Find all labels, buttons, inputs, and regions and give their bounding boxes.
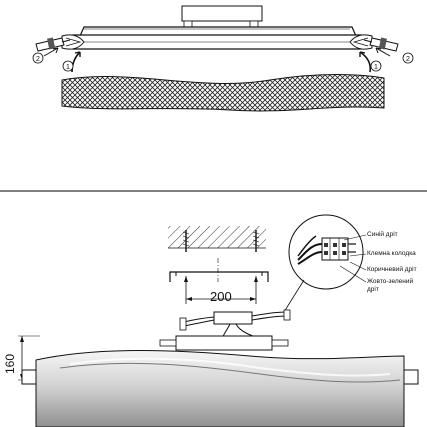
terminal-block xyxy=(321,237,349,261)
left-screwdriver xyxy=(35,37,71,52)
shade-end-left xyxy=(21,369,37,385)
bottom-assembly xyxy=(18,214,419,427)
terminal-block-label: Клемна колодка xyxy=(367,250,416,257)
mounting-bracket xyxy=(169,271,269,282)
mesh-shade xyxy=(61,74,385,112)
callout-right-2 xyxy=(402,52,414,64)
right-screwdriver xyxy=(363,37,399,52)
callout-right-1 xyxy=(370,60,382,72)
top-assembly: 2 1 1 2 xyxy=(32,5,414,112)
dimension-160-label: 160 xyxy=(3,353,17,375)
plate-post-left xyxy=(183,20,193,28)
brown-wire-label: Коричневий дріт xyxy=(367,266,417,273)
ceiling-plate xyxy=(181,5,263,22)
frame-arm xyxy=(79,26,357,37)
screw-right xyxy=(252,230,260,252)
callout-left-1 xyxy=(62,60,74,72)
wiring-bundle xyxy=(297,243,323,261)
canopy xyxy=(175,335,273,351)
led-driver xyxy=(213,311,253,325)
right-arrow-1 xyxy=(359,51,372,73)
callout-right-1-text: 1 xyxy=(374,64,378,71)
plate-post-right xyxy=(249,20,259,28)
yellow-green-wire-label: Жовто-зелений xyxy=(367,278,414,285)
blue-wire-label: Синій дріт xyxy=(367,231,398,238)
callout-right-2-text: 2 xyxy=(406,56,410,63)
fabric-shade xyxy=(35,350,405,427)
screw-left xyxy=(182,230,190,252)
callout-left-2 xyxy=(32,52,44,64)
left-arrow-1 xyxy=(71,51,81,73)
yellow-green-wire-label-cont: дріт xyxy=(367,286,379,293)
detail-leader xyxy=(283,279,305,313)
callout-left-2-text: 2 xyxy=(36,56,40,63)
ceiling-hatch xyxy=(168,226,266,248)
shade-end-right xyxy=(403,369,419,385)
right-arrow-2 xyxy=(375,47,391,57)
driver-wire-right xyxy=(251,311,287,317)
dimension-200-label: 200 xyxy=(210,289,232,304)
callout-left-1-text: 1 xyxy=(66,64,70,71)
left-arrow-2 xyxy=(43,47,59,57)
